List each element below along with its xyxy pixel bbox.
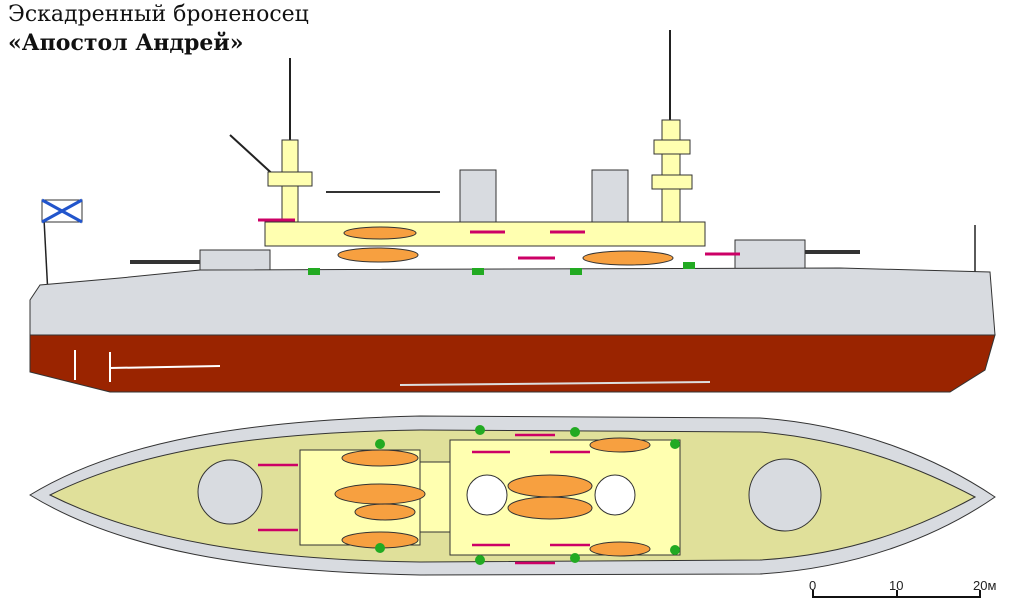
ship-type-title: Эскадренный броненосец bbox=[8, 2, 309, 27]
fore-barbette bbox=[197, 459, 263, 525]
superstructure bbox=[264, 221, 706, 247]
ship-name-title: «Апостол Андрей» bbox=[8, 30, 244, 56]
side-profile bbox=[29, 30, 996, 393]
scale-label-0: 0 bbox=[809, 578, 816, 593]
scale-label-10: 10 bbox=[889, 578, 903, 593]
hull-above-waterline bbox=[29, 267, 996, 336]
deck-plan bbox=[29, 415, 996, 576]
scale-bar: 0 10 20м bbox=[809, 578, 996, 598]
hull-below-waterline bbox=[29, 334, 996, 393]
aft-turret bbox=[734, 239, 806, 271]
scale-label-20: 20м bbox=[973, 578, 996, 593]
aft-barbette bbox=[748, 458, 822, 532]
